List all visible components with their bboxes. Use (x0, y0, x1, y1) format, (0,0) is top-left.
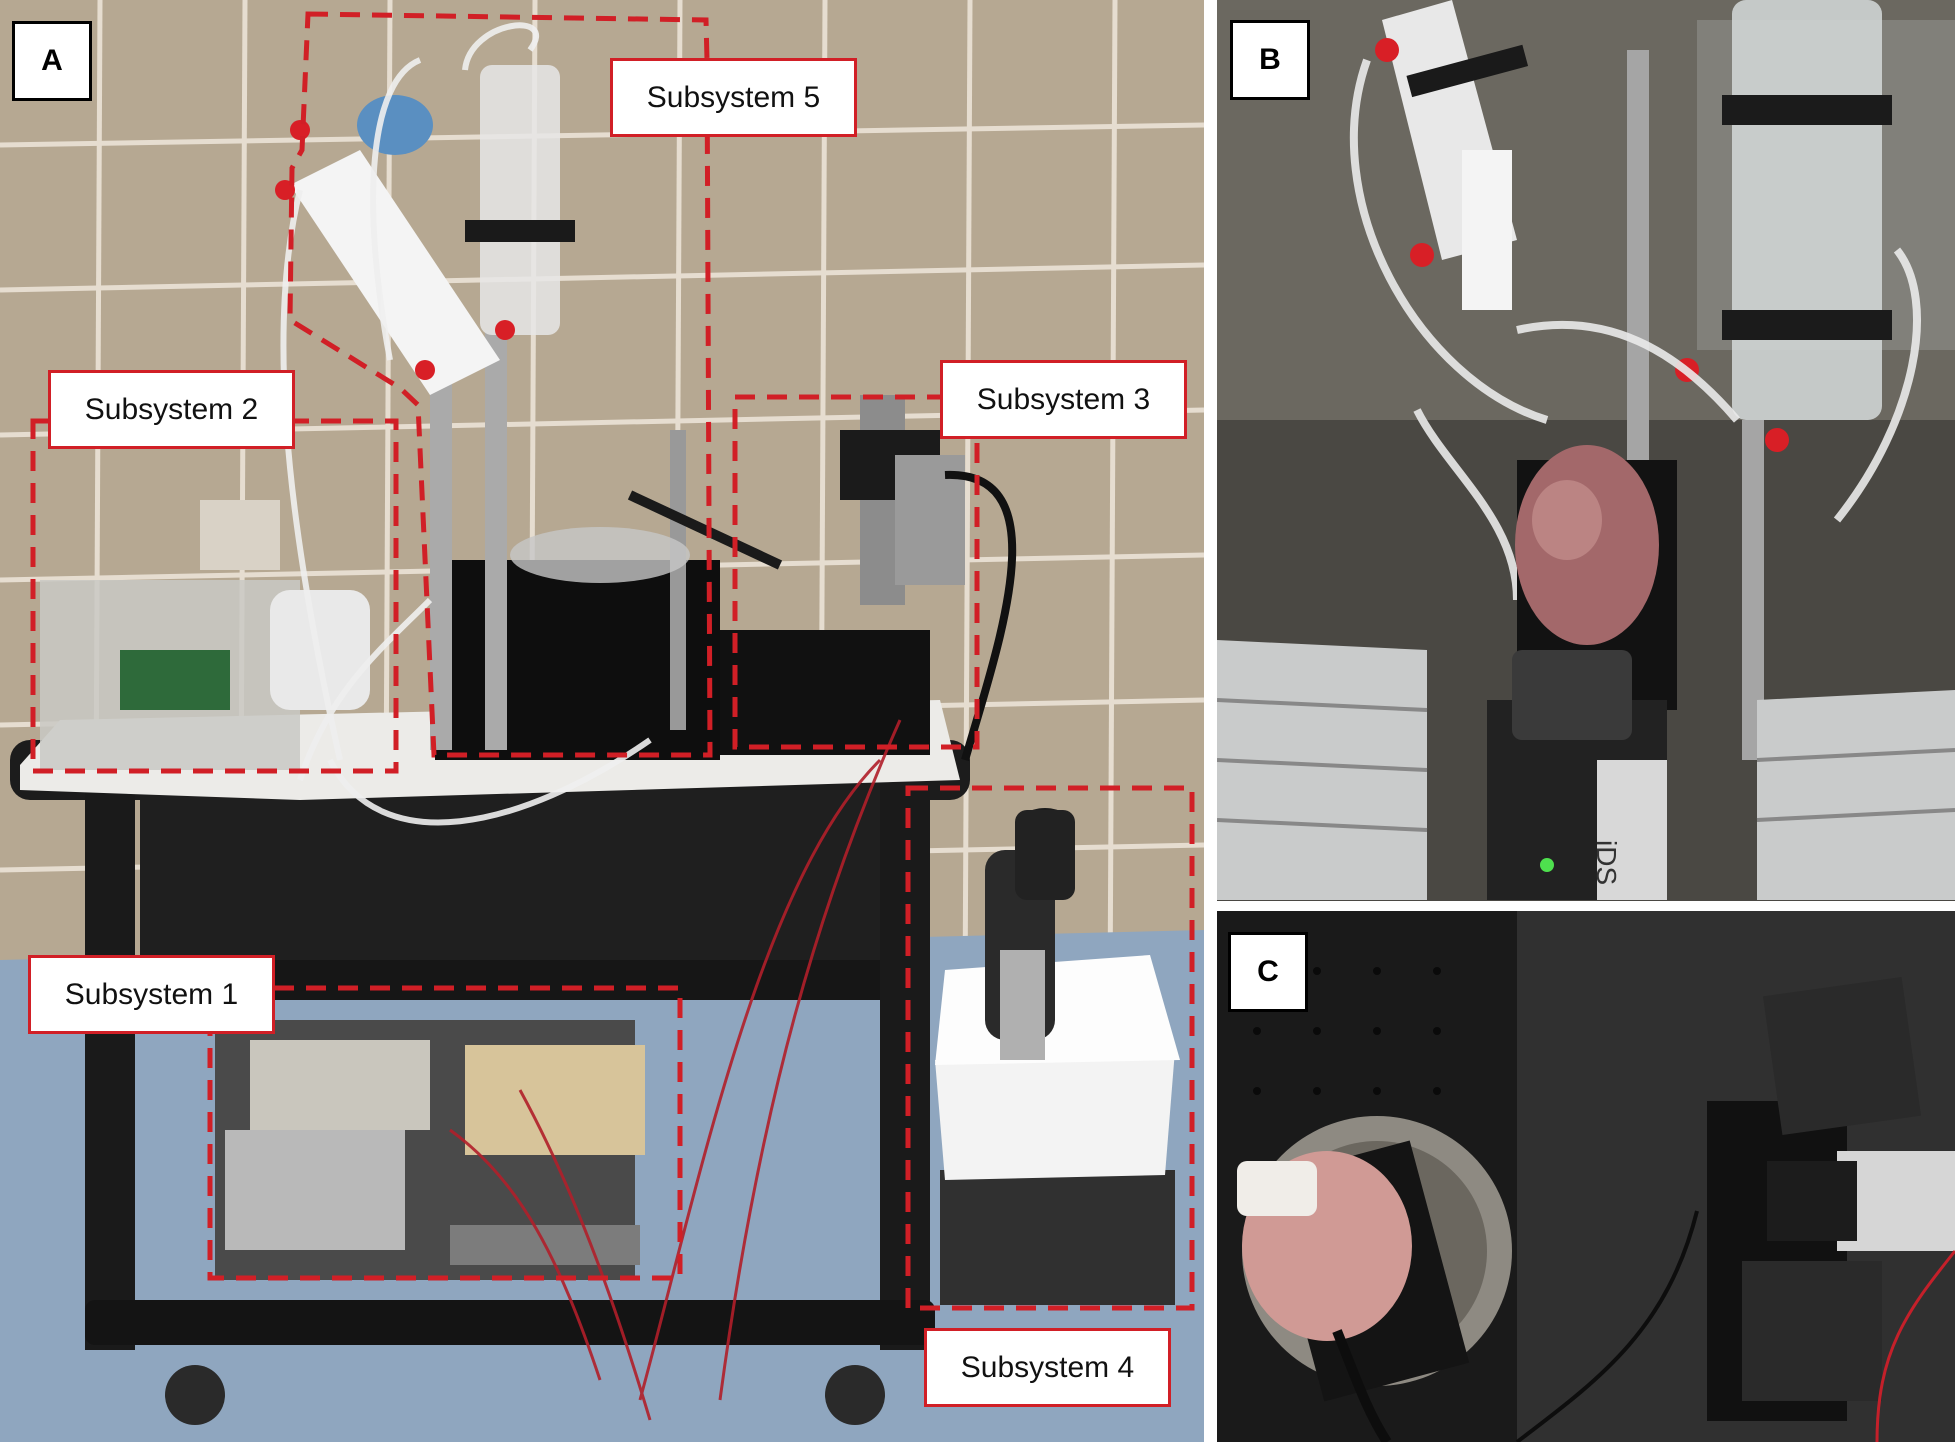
camera-breadboard (720, 630, 930, 755)
panel-c-photo: C (1217, 911, 1955, 1442)
panel-letter-b: B (1230, 20, 1310, 100)
subsystem-3-label: Subsystem 3 (940, 360, 1187, 439)
panel-b-photo: iDS B (1217, 0, 1955, 901)
electronics-shelf (215, 1020, 645, 1280)
subsystem-5-label: Subsystem 5 (610, 58, 857, 137)
panel-letter-a: A (12, 21, 92, 101)
camera-brand-text: iDS (1591, 840, 1622, 885)
lab-setup-photo (0, 0, 1204, 1442)
panel-a-photo: A Subsystem 1 Subsystem 2 Subsystem 3 Su… (0, 0, 1204, 1442)
heart-closeup-photo: iDS (1217, 0, 1955, 901)
subsystem-1-label: Subsystem 1 (28, 955, 275, 1034)
subsystem-4-label: Subsystem 4 (924, 1328, 1171, 1407)
top-view-photo (1217, 911, 1955, 1442)
subsystem-2-label: Subsystem 2 (48, 370, 295, 449)
panel-letter-c: C (1228, 932, 1308, 1012)
